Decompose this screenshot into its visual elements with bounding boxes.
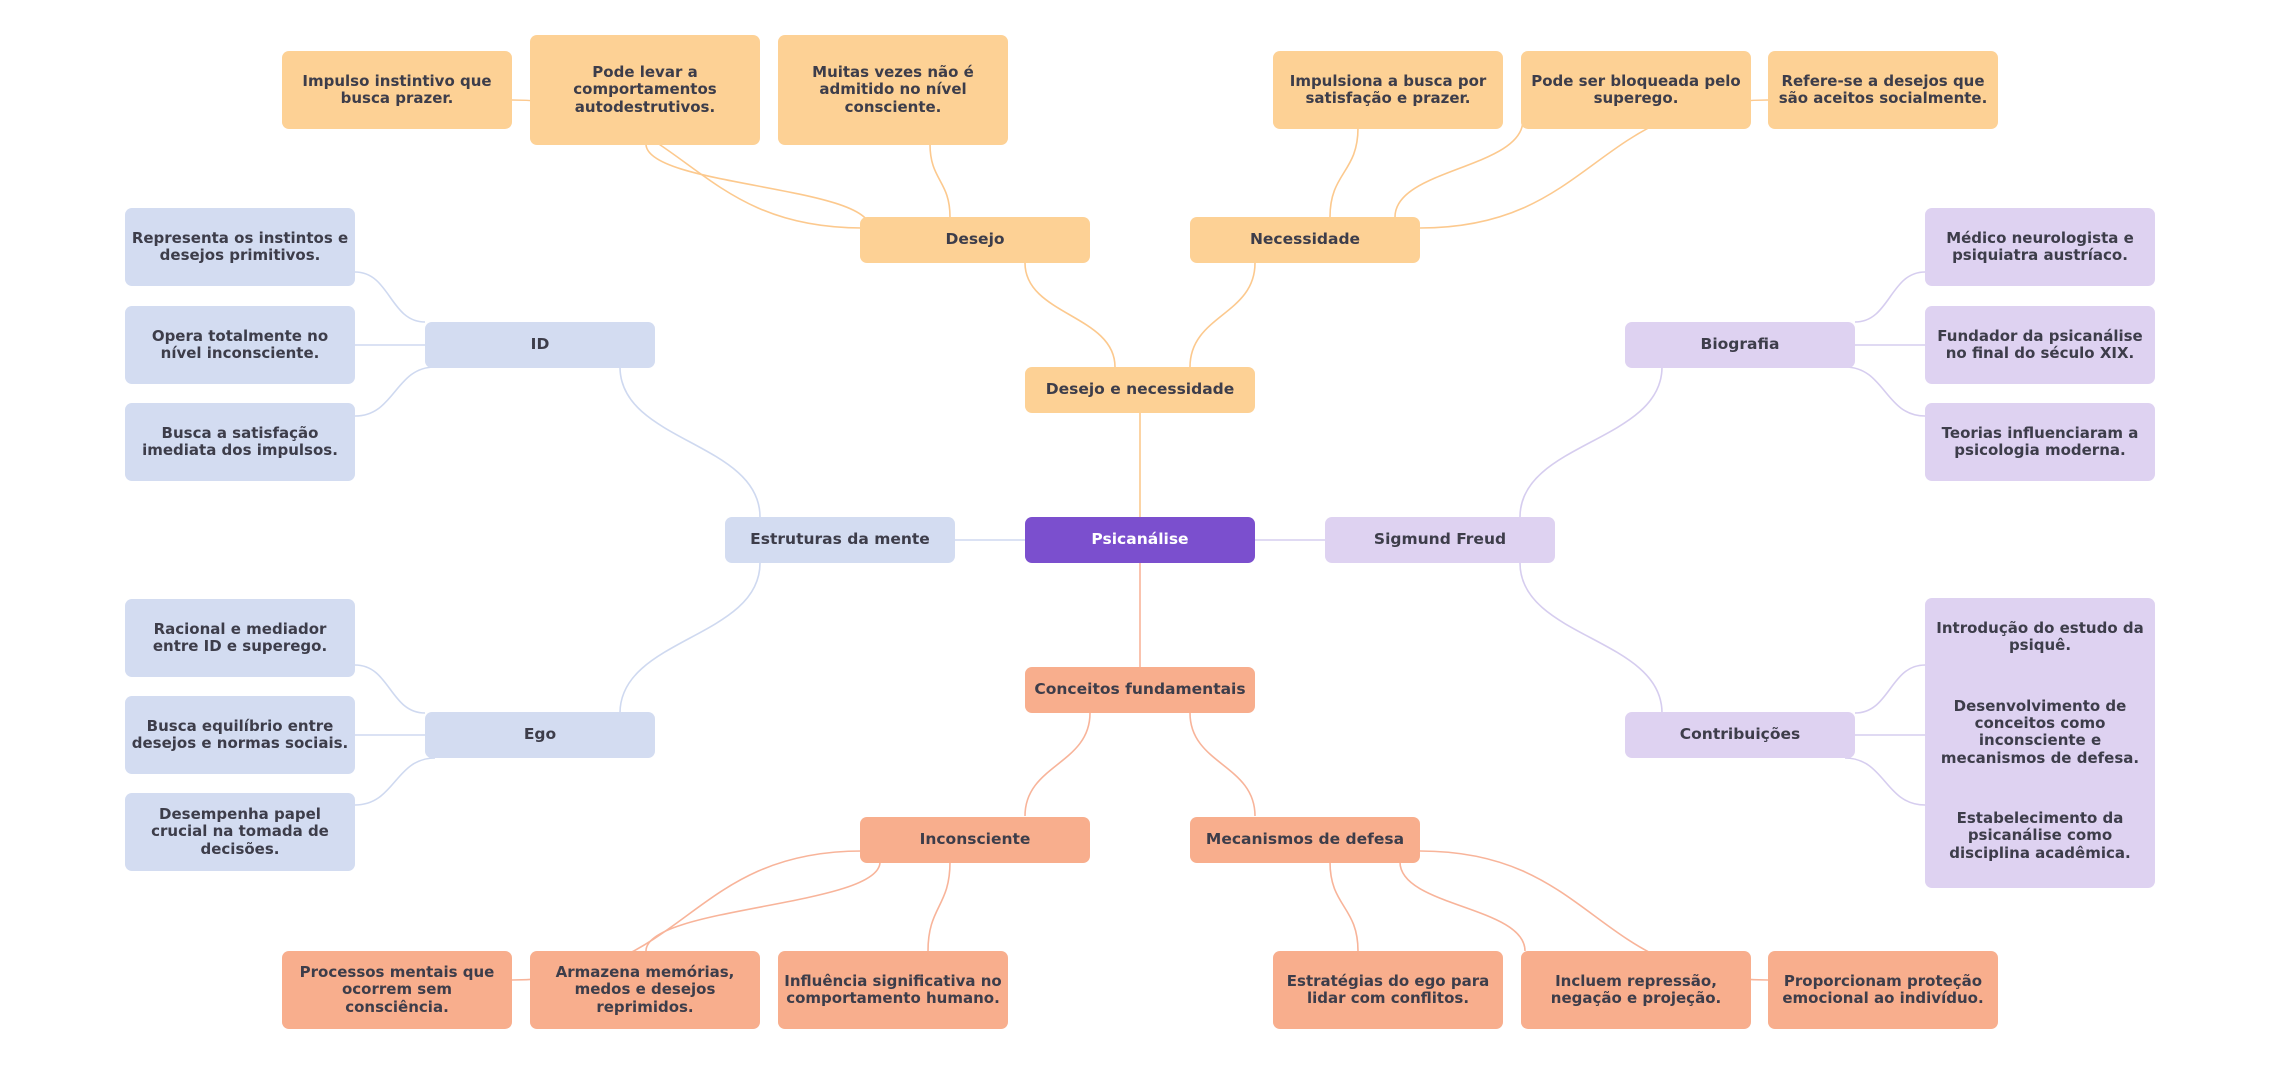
contribuicoes-leaf-panel: Introdução do estudo da psiquê. Desenvolv… bbox=[1925, 598, 2155, 888]
subbranch-biografia[interactable]: Biografia bbox=[1625, 322, 1855, 368]
link-desire-necessidade bbox=[1189, 262, 1256, 368]
subbranch-necessidade[interactable]: Necessidade bbox=[1190, 217, 1420, 263]
link-desejo-leaf bbox=[645, 143, 871, 229]
leaf-ego-2[interactable]: Busca equilíbrio entre desejos e normas … bbox=[125, 696, 355, 774]
link-inconsciente-leaf bbox=[927, 861, 951, 952]
link-structures-id bbox=[619, 366, 761, 518]
leaf-desejo-1[interactable]: Impulso instintivo que busca prazer. bbox=[282, 51, 512, 129]
leaf-id-1[interactable]: Representa os instintos e desejos primit… bbox=[125, 208, 355, 286]
subbranch-contribuicoes[interactable]: Contribuições bbox=[1625, 712, 1855, 758]
branch-estruturas-da-mente[interactable]: Estruturas da mente bbox=[725, 517, 955, 563]
leaf-mecanismos-1[interactable]: Estratégias do ego para lidar com confli… bbox=[1273, 951, 1503, 1029]
leaf-ego-3[interactable]: Desempenha papel crucial na tomada de de… bbox=[125, 793, 355, 871]
subbranch-inconsciente[interactable]: Inconsciente bbox=[860, 817, 1090, 863]
leaf-necessidade-2[interactable]: Pode ser bloqueada pelo superego. bbox=[1521, 51, 1751, 129]
leaf-desejo-3[interactable]: Muitas vezes não é admitido no nível con… bbox=[778, 35, 1008, 145]
subbranch-ego[interactable]: Ego bbox=[425, 712, 655, 758]
link-inconsciente-leaf bbox=[645, 861, 881, 952]
leaf-necessidade-1[interactable]: Impulsiona a busca por satisfação e praz… bbox=[1273, 51, 1503, 129]
leaf-inconsciente-2[interactable]: Armazena memórias, medos e desejos repri… bbox=[530, 951, 760, 1029]
link-concepts-inconsciente bbox=[1024, 712, 1091, 817]
link-contribuicoes-leaf bbox=[1844, 757, 1926, 806]
leaf-contribuicoes-1[interactable]: Introdução do estudo da psiquê. bbox=[1936, 619, 2144, 655]
subbranch-mecanismos-de-defesa[interactable]: Mecanismos de defesa bbox=[1190, 817, 1420, 863]
leaf-necessidade-3[interactable]: Refere-se a desejos que são aceitos soci… bbox=[1768, 51, 1998, 129]
link-desire-desejo bbox=[1024, 262, 1116, 368]
branch-desejo-e-necessidade[interactable]: Desejo e necessidade bbox=[1025, 367, 1255, 413]
link-freud-contribuicoes bbox=[1519, 562, 1663, 714]
leaf-contribuicoes-2[interactable]: Desenvolvimento de conceitos como incons… bbox=[1940, 696, 2140, 767]
link-concepts-mecanismos bbox=[1189, 712, 1256, 817]
leaf-id-3[interactable]: Busca a satisfação imediata dos impulsos… bbox=[125, 403, 355, 481]
leaf-desejo-2[interactable]: Pode levar a comportamentos autodestruti… bbox=[530, 35, 760, 145]
link-freud-biografia bbox=[1519, 366, 1663, 518]
link-contribuicoes-leaf bbox=[1854, 664, 1926, 714]
link-desejo-leaf bbox=[929, 143, 951, 218]
link-id-leaf bbox=[354, 271, 426, 323]
link-necessidade-leaf bbox=[1394, 119, 1524, 218]
leaf-biografia-1[interactable]: Médico neurologista e psiquiatra austría… bbox=[1925, 208, 2155, 286]
branch-conceitos-fundamentais[interactable]: Conceitos fundamentais bbox=[1025, 667, 1255, 713]
leaf-inconsciente-3[interactable]: Influência significativa no comportament… bbox=[778, 951, 1008, 1029]
link-necessidade-leaf bbox=[1329, 127, 1359, 218]
leaf-contribuicoes-3[interactable]: Estabelecimento da psicanálise como disc… bbox=[1949, 808, 2131, 862]
link-ego-leaf bbox=[354, 757, 436, 806]
link-id-leaf bbox=[354, 366, 436, 417]
leaf-inconsciente-1[interactable]: Processos mentais que ocorrem sem consci… bbox=[282, 951, 512, 1029]
leaf-mecanismos-2[interactable]: Incluem repressão, negação e projeção. bbox=[1521, 951, 1751, 1029]
leaf-id-2[interactable]: Opera totalmente no nível inconsciente. bbox=[125, 306, 355, 384]
leaf-mecanismos-3[interactable]: Proporcionam proteção emocional ao indiv… bbox=[1768, 951, 1998, 1029]
subbranch-id[interactable]: ID bbox=[425, 322, 655, 368]
leaf-biografia-3[interactable]: Teorias influenciaram a psicologia moder… bbox=[1925, 403, 2155, 481]
root-node-psicanalise[interactable]: Psicanálise bbox=[1025, 517, 1255, 563]
link-biografia-leaf bbox=[1844, 366, 1926, 417]
link-ego-leaf bbox=[354, 664, 426, 714]
link-structures-ego bbox=[619, 562, 761, 714]
link-biografia-leaf bbox=[1854, 271, 1926, 323]
leaf-biografia-2[interactable]: Fundador da psicanálise no final do sécu… bbox=[1925, 306, 2155, 384]
subbranch-desejo[interactable]: Desejo bbox=[860, 217, 1090, 263]
leaf-ego-1[interactable]: Racional e mediador entre ID e superego. bbox=[125, 599, 355, 677]
branch-sigmund-freud[interactable]: Sigmund Freud bbox=[1325, 517, 1555, 563]
link-mecanismos-leaf bbox=[1399, 861, 1526, 952]
link-mecanismos-leaf bbox=[1329, 861, 1359, 952]
